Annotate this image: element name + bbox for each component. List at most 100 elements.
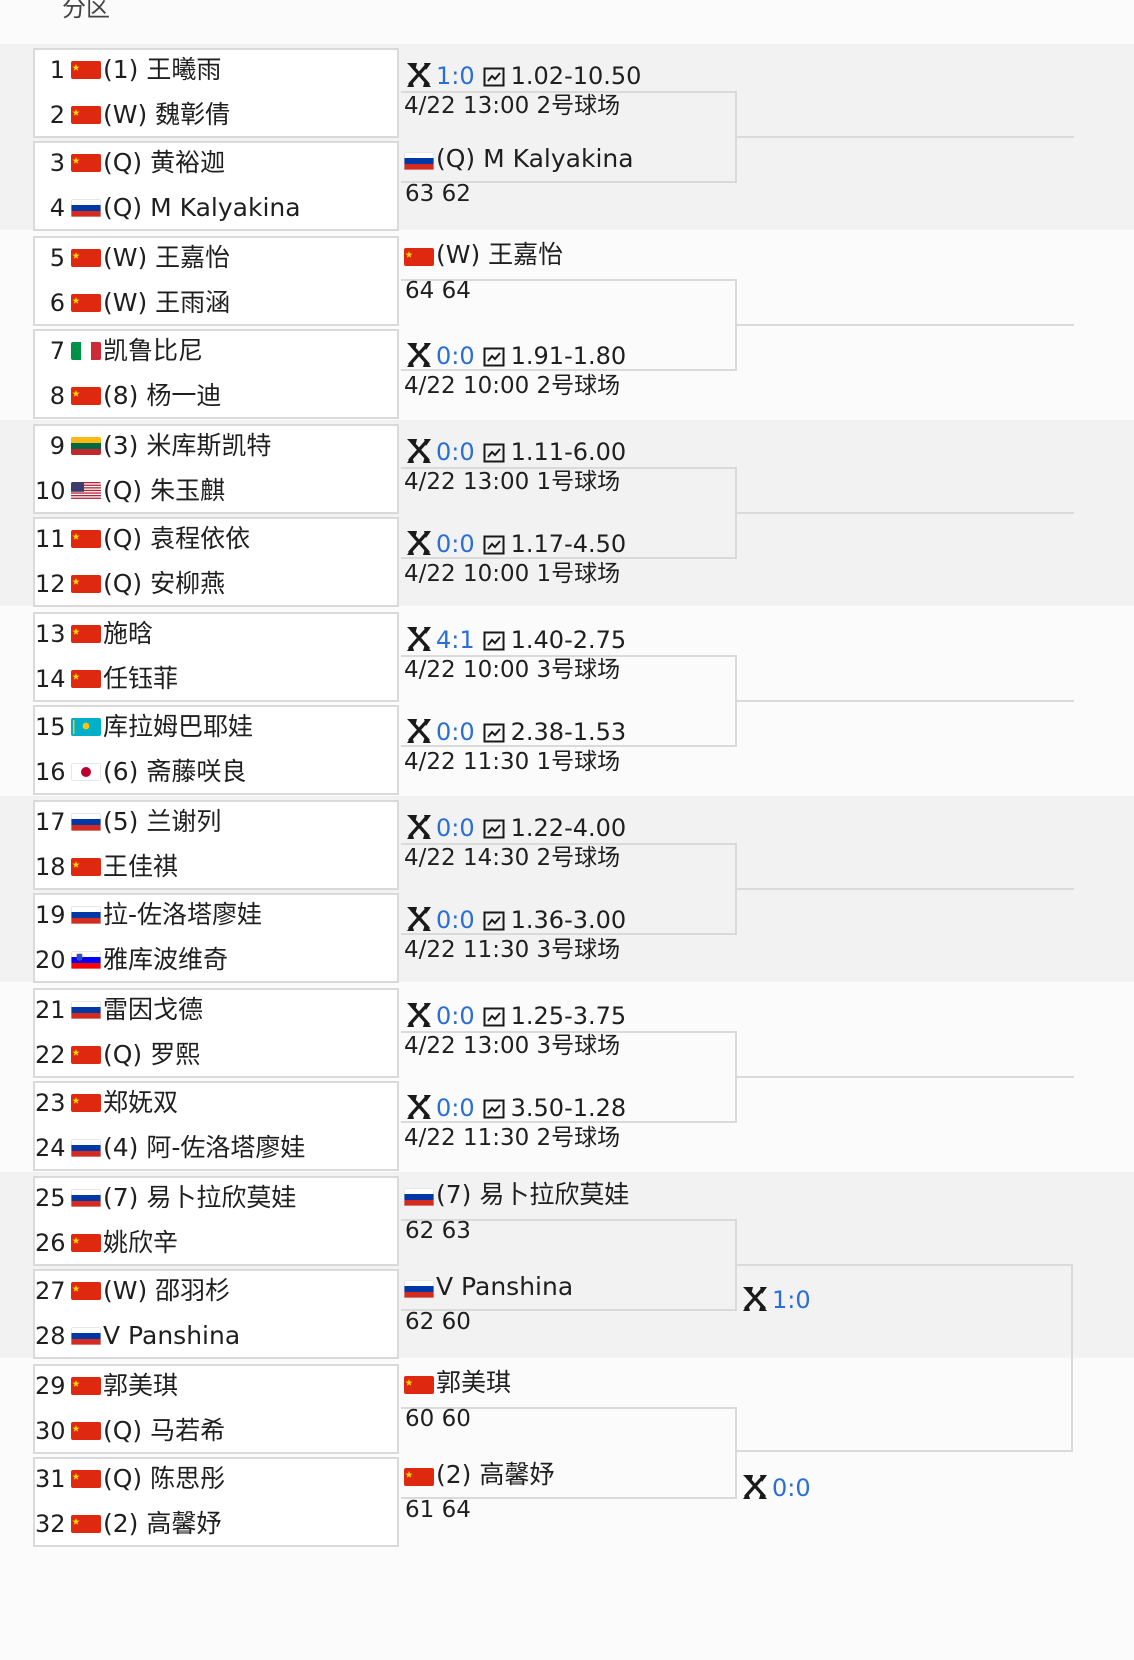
player-name[interactable]: (Q) 朱玉麒 <box>103 476 226 505</box>
player-name[interactable]: 姚欣辛 <box>103 1228 179 1257</box>
player-row[interactable]: 5(W) 王嘉怡 <box>35 236 401 280</box>
player-row[interactable]: 10(Q) 朱玉麒 <box>35 469 401 513</box>
chart-icon[interactable] <box>483 1001 505 1027</box>
player-row[interactable]: 27(W) 邵羽杉 <box>35 1269 401 1313</box>
chart-icon[interactable] <box>483 1093 505 1119</box>
player-row[interactable]: 3(Q) 黄裕迦 <box>35 141 401 185</box>
live-score[interactable]: 0:0 <box>436 1002 475 1030</box>
player-name[interactable]: 雷因戈德 <box>103 995 204 1024</box>
live-score[interactable]: 0:0 <box>436 906 475 934</box>
player-name[interactable]: (7) 易卜拉欣莫娃 <box>103 1183 297 1212</box>
player-row[interactable]: 32(2) 高馨妤 <box>35 1502 401 1546</box>
live-score[interactable]: 0:0 <box>436 1094 475 1122</box>
player-name[interactable]: 施晗 <box>103 619 154 648</box>
player-row[interactable]: 30(Q) 马若希 <box>35 1409 401 1453</box>
player-name[interactable]: (3) 米库斯凯特 <box>103 431 272 460</box>
player-name[interactable]: (1) 王曦雨 <box>103 55 222 84</box>
winner-name[interactable]: (W) 王嘉怡 <box>404 238 563 272</box>
player-name[interactable]: (W) 王雨涵 <box>103 288 231 317</box>
player-name[interactable]: (Q) 马若希 <box>103 1416 226 1445</box>
chart-icon[interactable] <box>483 437 505 463</box>
live-score[interactable]: 0:0 <box>436 342 475 370</box>
player-name[interactable]: V Panshina <box>103 1321 241 1350</box>
player-name[interactable]: 郭美琪 <box>103 1371 179 1400</box>
match-info[interactable]: 0:0 <box>740 1470 1070 1546</box>
chart-icon[interactable] <box>483 905 505 931</box>
player-name[interactable]: 王佳祺 <box>103 852 179 881</box>
live-score[interactable]: 0:0 <box>772 1474 811 1502</box>
player-row[interactable]: 16(6) 斋藤咲良 <box>35 750 401 794</box>
player-name[interactable]: (Q) 袁程依依 <box>103 524 251 553</box>
live-score[interactable]: 0:0 <box>436 814 475 842</box>
player-row[interactable]: 24(4) 阿-佐洛塔廖娃 <box>35 1126 401 1170</box>
player-name[interactable]: 雅库波维奇 <box>103 945 229 974</box>
live-score[interactable]: 0:0 <box>436 438 475 466</box>
live-score[interactable]: 1:0 <box>436 62 475 90</box>
player-name[interactable]: (Q) 罗熙 <box>103 1040 201 1069</box>
player-row[interactable]: 12(Q) 安柳燕 <box>35 562 401 606</box>
chart-icon[interactable] <box>483 341 505 367</box>
chart-icon[interactable] <box>483 625 505 651</box>
live-score[interactable]: 4:1 <box>436 626 475 654</box>
player-row[interactable]: 6(W) 王雨涵 <box>35 281 401 325</box>
live-score[interactable]: 0:0 <box>436 530 475 558</box>
player-row[interactable]: 11(Q) 袁程依依 <box>35 517 401 561</box>
player-row[interactable]: 17(5) 兰谢列 <box>35 800 401 844</box>
winner-name[interactable]: V Panshina <box>404 1270 573 1304</box>
live-score[interactable]: 0:0 <box>436 718 475 746</box>
player-row[interactable]: 9(3) 米库斯凯特 <box>35 424 401 468</box>
player-row[interactable]: 2(W) 魏彰倩 <box>35 93 401 137</box>
live-score[interactable]: 1:0 <box>772 1286 811 1314</box>
player-name[interactable]: 任钰菲 <box>103 664 179 693</box>
player-name[interactable]: (Q) M Kalyakina <box>103 193 301 222</box>
player-name[interactable]: (W) 邵羽杉 <box>103 1276 231 1305</box>
player-row[interactable]: 8(8) 杨一迪 <box>35 374 401 418</box>
player-name[interactable]: (6) 斋藤咲良 <box>103 757 247 786</box>
player-name[interactable]: 拉-佐洛塔廖娃 <box>103 900 263 929</box>
winner-name[interactable]: (Q) M Kalyakina <box>404 142 634 176</box>
player-name[interactable]: 库拉姆巴耶娃 <box>103 712 254 741</box>
player-name[interactable]: (W) 魏彰倩 <box>103 100 231 129</box>
match-info[interactable]: 1:0 <box>740 1282 1070 1358</box>
player-name[interactable]: (8) 杨一迪 <box>103 381 222 410</box>
player-name[interactable]: 郑妩双 <box>103 1088 179 1117</box>
player-name[interactable]: (Q) 陈思彤 <box>103 1464 226 1493</box>
player-name[interactable]: (2) 高馨妤 <box>103 1509 222 1538</box>
winner-name[interactable]: 郭美琪 <box>404 1366 511 1400</box>
player-row[interactable]: 31(Q) 陈思彤 <box>35 1457 401 1501</box>
